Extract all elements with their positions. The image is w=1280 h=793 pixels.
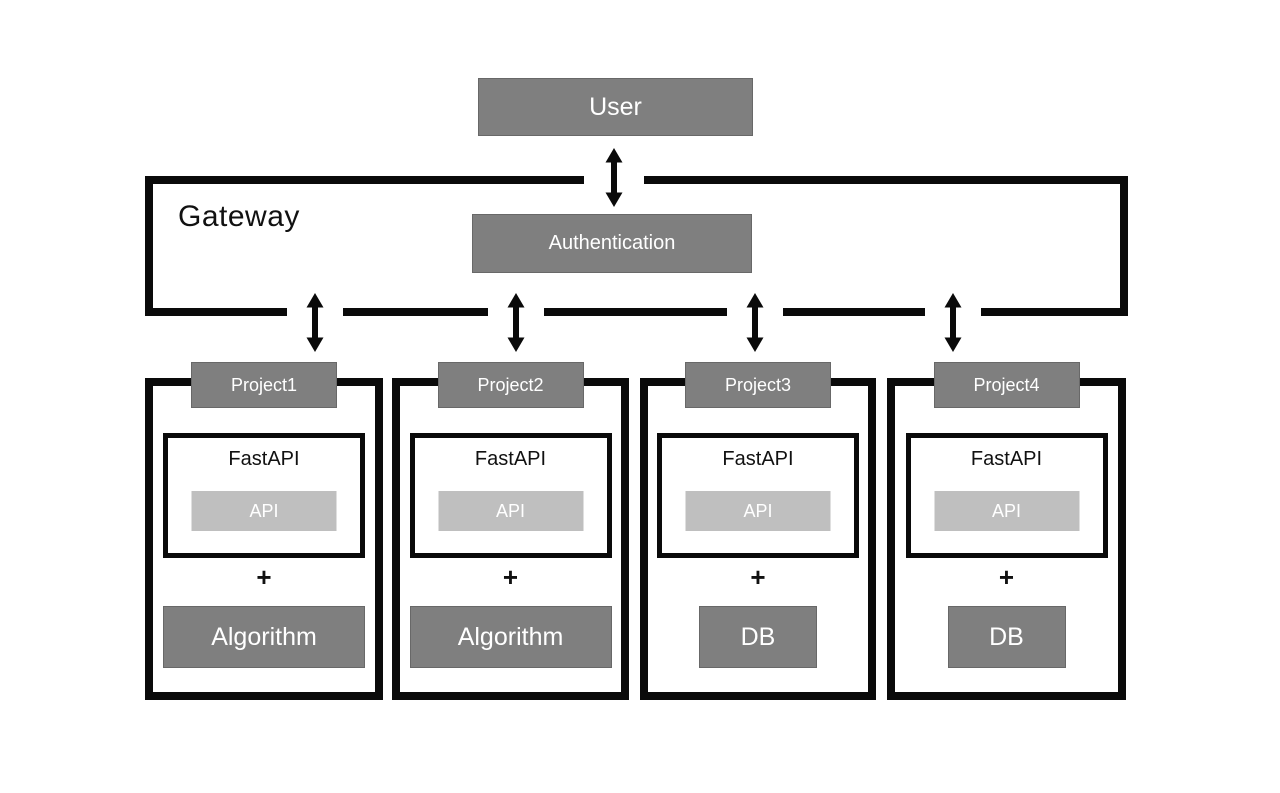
project-container-4: Project4 FastAPI API + DB: [887, 362, 1126, 700]
fastapi-box: FastAPI API: [905, 433, 1108, 558]
plus-symbol: +: [502, 562, 519, 592]
project-label: Project2: [437, 362, 584, 408]
fastapi-box: FastAPI API: [409, 433, 612, 558]
double-arrow-icon: [605, 148, 623, 207]
project-label: Project4: [933, 362, 1080, 408]
api-box: API: [438, 491, 583, 531]
project-container-1: Project1 FastAPI API + Algorithm: [145, 362, 383, 700]
component-label: DB: [989, 622, 1024, 651]
api-label: API: [991, 500, 1021, 521]
algorithm-box: Algorithm: [409, 606, 612, 668]
component-label: DB: [740, 622, 776, 651]
api-box: API: [934, 491, 1079, 531]
project-label: Project3: [685, 362, 831, 408]
authentication-box: Authentication: [472, 214, 752, 273]
db-box: DB: [947, 606, 1066, 668]
double-arrow-icon: [507, 293, 525, 352]
fastapi-label: FastAPI: [228, 448, 300, 470]
project-label-text: Project2: [477, 374, 544, 395]
plus-symbol: +: [998, 562, 1015, 592]
api-label: API: [249, 500, 279, 521]
api-label: API: [495, 500, 525, 521]
algorithm-box: Algorithm: [163, 606, 365, 668]
fastapi-label: FastAPI: [474, 448, 547, 470]
project-label-text: Project4: [973, 374, 1040, 395]
plus-symbol: +: [256, 562, 272, 592]
db-box: DB: [699, 606, 817, 668]
project-container-2: Project2 FastAPI API + Algorithm: [392, 362, 629, 700]
project-label-text: Project1: [230, 374, 298, 395]
double-arrow-icon: [746, 293, 764, 352]
fastapi-label: FastAPI: [970, 448, 1043, 470]
plus-symbol: +: [750, 562, 766, 592]
fastapi-box: FastAPI API: [657, 433, 859, 558]
user-label: User: [589, 92, 642, 121]
component-label: Algorithm: [211, 622, 317, 651]
project-label: Project1: [191, 362, 337, 408]
gateway-label: Gateway: [178, 200, 300, 233]
project-container-3: Project3 FastAPI API + DB: [640, 362, 876, 700]
component-label: Algorithm: [457, 622, 564, 651]
api-box: API: [685, 491, 831, 531]
api-label: API: [743, 500, 773, 521]
double-arrow-icon: [944, 293, 962, 352]
fastapi-box: FastAPI API: [163, 433, 365, 558]
double-arrow-icon: [306, 293, 324, 352]
project-label-text: Project3: [724, 374, 792, 395]
api-box: API: [191, 491, 337, 531]
user-box: User: [478, 78, 753, 136]
authentication-label: Authentication: [548, 232, 676, 254]
fastapi-label: FastAPI: [722, 448, 794, 470]
